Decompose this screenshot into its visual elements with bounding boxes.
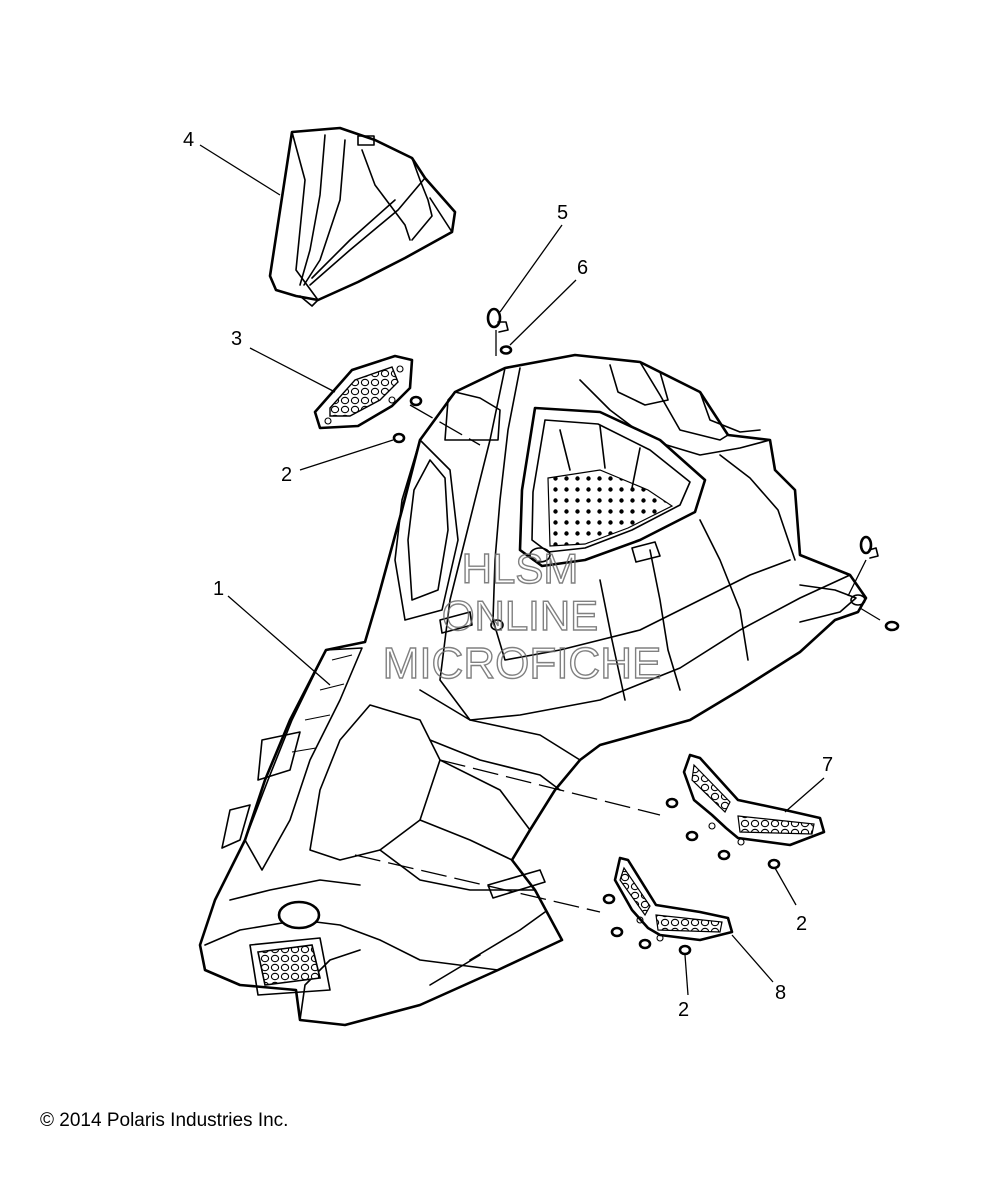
- copyright-notice: © 2014 Polaris Industries Inc.: [40, 1110, 289, 1131]
- callout-7: 7: [822, 754, 833, 776]
- grommets: [392, 345, 900, 956]
- callout-5: 5: [557, 202, 568, 224]
- quarter-turn-fastener: [486, 307, 879, 559]
- callout-1: 1: [213, 578, 224, 600]
- leader-lines: [199, 144, 881, 996]
- vent-bracket-lower: [613, 856, 734, 942]
- callout-4: 4: [183, 129, 194, 151]
- callout-2-right: 2: [796, 913, 807, 935]
- callout-6: 6: [577, 257, 588, 279]
- side-vent-grille: [313, 354, 414, 430]
- callout-2-lower: 2: [678, 999, 689, 1021]
- callout-numbers: 4 5 6 3 2 1 7 2 8 2: [183, 129, 833, 1021]
- watermark: HLSM ONLINE MICROFICHE: [382, 544, 662, 688]
- vent-bracket-upper: [682, 753, 826, 847]
- watermark-line-3: MICROFICHE: [383, 639, 662, 688]
- callout-3: 3: [231, 328, 242, 350]
- hood-panel: [198, 353, 868, 1027]
- callout-2-upper: 2: [281, 464, 292, 486]
- windshield-deflector: [268, 126, 457, 307]
- watermark-line-1: HLSM: [462, 545, 579, 592]
- watermark-line-2: ONLINE: [442, 592, 598, 639]
- callout-8: 8: [775, 982, 786, 1004]
